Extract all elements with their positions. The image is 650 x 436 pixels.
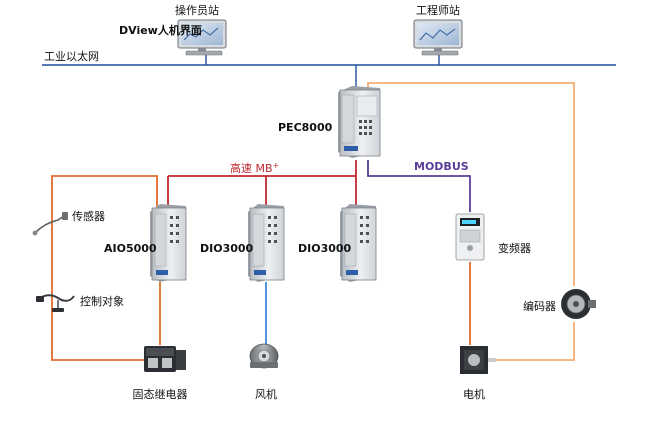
aio5000-module-icon bbox=[150, 204, 187, 282]
highspeed-bus-label: 高速 MB+ bbox=[230, 161, 279, 175]
encoder-icon bbox=[561, 289, 596, 319]
modbus-line bbox=[367, 160, 471, 212]
sensor-icon bbox=[32, 212, 68, 236]
dio3000-module-1-icon bbox=[248, 204, 285, 282]
inverter-label: 变频器 bbox=[498, 241, 531, 255]
dio3000-1-label: DIO3000 bbox=[200, 242, 254, 255]
relay-icon bbox=[144, 346, 186, 372]
relay-label: 固态继电器 bbox=[133, 388, 188, 401]
encoder-line-top bbox=[367, 82, 575, 286]
modbus-label: MODBUS bbox=[414, 160, 469, 173]
operator-station-icon bbox=[177, 19, 227, 56]
encoder-label: 编码器 bbox=[523, 299, 556, 313]
dio3000-module-2-icon bbox=[340, 204, 377, 282]
sensor-label: 传感器 bbox=[72, 210, 105, 223]
motor-label: 电机 bbox=[463, 387, 485, 401]
pec8000-label: PEC8000 bbox=[278, 121, 333, 134]
dio3000-2-label: DIO3000 bbox=[298, 242, 352, 255]
ethernet-label: 工业以太网 bbox=[44, 50, 99, 63]
fan-icon bbox=[249, 343, 279, 369]
analog-loop-line bbox=[51, 175, 158, 361]
control-object-label: 控制对象 bbox=[80, 294, 124, 308]
aio5000-label: AIO5000 bbox=[104, 242, 157, 255]
operator-station-label: 操作员站 bbox=[175, 3, 219, 17]
pec8000-controller-icon bbox=[338, 86, 381, 158]
motor-icon bbox=[460, 346, 496, 374]
operator-station-subtitle: DView人机界面 bbox=[119, 23, 202, 37]
engineer-station-icon bbox=[413, 19, 463, 56]
engineer-station-label: 工程师站 bbox=[416, 3, 460, 17]
inverter-icon bbox=[455, 213, 485, 261]
fan-label: 风机 bbox=[255, 387, 277, 401]
control-object-icon bbox=[36, 294, 75, 312]
encoder-line-bottom bbox=[492, 322, 575, 361]
